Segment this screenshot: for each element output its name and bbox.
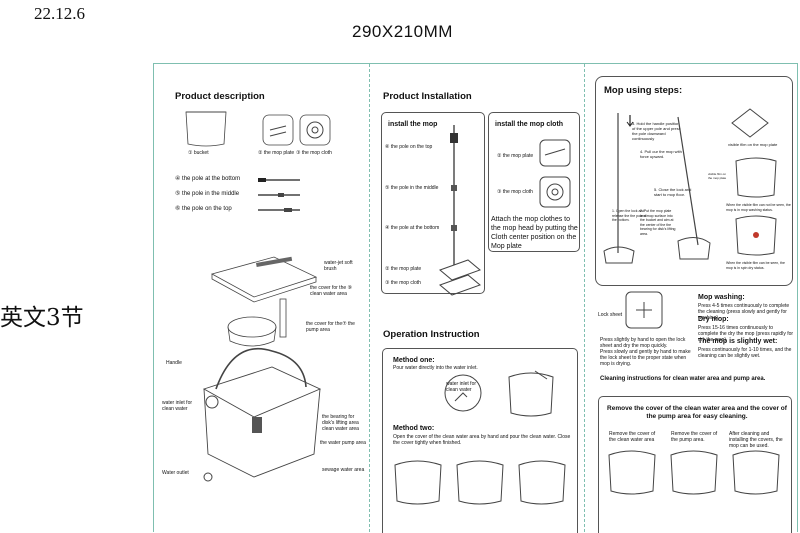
page-size-label: 290X210MM: [352, 22, 453, 41]
method-one-bucket-drawing: [508, 370, 554, 417]
install-pole-bottom: ④ the pole at the bottom: [385, 225, 440, 231]
label-water-outlet: Water outlet: [162, 470, 189, 476]
method-one-title: Method one:: [393, 357, 435, 364]
washing-note: When the visible film can not be seen, t…: [726, 203, 791, 212]
mop-plate-icon: [262, 114, 294, 146]
drying-note: When the visible film can be seen, the m…: [726, 261, 785, 270]
install-pole-top: ⑥ the pole on the top: [385, 144, 433, 150]
install-mop-cloth: ③ the mop cloth: [385, 280, 421, 286]
mop-steps-drawing: [603, 113, 711, 264]
mop-washing-desc: Press 4-5 times continuously to complete…: [698, 303, 790, 321]
mop-steps-title: Mop using steps:: [604, 85, 683, 96]
label-cover-pump: the cover for the⑦ the pump area: [306, 321, 355, 333]
clean-step-2: Remove the cover of the pump area.: [671, 431, 718, 443]
visible-film-plate-drawing: [731, 108, 769, 138]
label-handle: Handle: [166, 360, 182, 366]
inlet-callout-circle: [444, 374, 482, 412]
slightly-wet-desc: Press continuously for 1-10 times, and t…: [698, 347, 792, 359]
method-two-drawings: [394, 460, 566, 505]
mop-cloth-icon: [299, 114, 331, 146]
cleaning-drawings: [608, 450, 780, 495]
install-mop-plate: ② the mop plate: [385, 266, 422, 272]
step-3: 3. Hold the handle position of the upper…: [632, 121, 681, 141]
item-mop-plate: ② the mop plate: [258, 150, 295, 156]
method-one-callout: water inlet for clean water: [446, 381, 477, 393]
cleaning-box: Remove the cover of the clean water area…: [598, 396, 792, 533]
label-water-inlet: water inlet for clean water: [162, 400, 193, 412]
label-clean-area: clean water area: [322, 426, 359, 432]
method-two-desc: Open the cover of the clean water area b…: [393, 434, 571, 446]
label-sewage-area: sewage water area: [322, 467, 365, 473]
clean-step-1: Remove the cover of the clean water area: [609, 431, 656, 443]
bucket-icon: [185, 111, 227, 147]
item-bucket: ① bucket: [188, 150, 209, 156]
visible-film-small-1: visible film on the mop plate: [708, 172, 727, 180]
panel-divider-1: [369, 64, 370, 532]
mop-steps-box: Mop using steps: 3. Hold the handle posi…: [595, 76, 793, 286]
step-1: 1. Open the lock and release the the pol…: [612, 209, 647, 222]
item-pole-top: ⑥ the pole on the top: [175, 206, 232, 212]
lock-bullet-2: Press slowly and gently by hand to make …: [600, 349, 691, 367]
label-pump-area: the water pump area: [320, 440, 366, 446]
clean-step-3: After cleaning and installing the covers…: [729, 431, 783, 449]
operation-box: Method one: Pour water directly into the…: [382, 348, 578, 533]
dry-mop-desc: Press 15-16 times continuously to comple…: [698, 325, 794, 343]
cleaning-box-title: Remove the cover of the clean water area…: [607, 405, 787, 420]
step-5: 5. Close the lock and start to mop floor…: [654, 187, 692, 197]
cloth-mop-cloth: ③ the mop cloth: [497, 189, 533, 195]
mop-washing-title: Mop washing:: [698, 294, 745, 301]
lock-bullet-1: Press slightly by hand to open the lock …: [600, 337, 686, 349]
cloth-mop-plate: ② the mop plate: [497, 153, 534, 159]
item-pole-bottom: ④ the pole at the bottom: [175, 176, 241, 182]
drying-status-drawing: [735, 215, 777, 256]
install-mop-box: install the mop ⑥ the pole on the top ⑤ …: [381, 112, 485, 296]
side-label: 英文3节: [0, 305, 84, 331]
method-two-title: Method two:: [393, 425, 435, 432]
dry-mop-title: Dry mop:: [698, 316, 729, 323]
step-2: 2. Put the mop plate and mop surface int…: [640, 209, 676, 236]
item-pole-middle: ⑤ the pole in the middle: [175, 191, 240, 197]
cloth-drawings: [539, 139, 571, 208]
bucket-exploded-drawing: [202, 256, 322, 482]
item-mop-cloth: ③ the mop cloth: [296, 150, 332, 156]
cloth-description: Attach the mop clothes to the mop head b…: [491, 216, 578, 250]
label-bearing: the bearing for disk's lifting area: [322, 414, 359, 426]
washing-status-drawing: [735, 157, 777, 198]
install-pole-middle: ⑤ the pole in the middle: [385, 185, 439, 191]
cleaning-instructions-title: Cleaning instructions for clean water ar…: [600, 376, 766, 382]
step-4: 4. Pull our the mop with force upward.: [640, 149, 682, 159]
mop-assembly-drawing: [439, 125, 481, 296]
label-cover-clean: the cover for the ⑨ clean water area: [310, 285, 353, 297]
label-water-jet: water-jet soft brush: [324, 260, 353, 272]
install-cloth-title: install the mop cloth: [495, 121, 564, 128]
install-cloth-box: install the mop cloth ② the mop plate ③ …: [488, 112, 580, 252]
panel1-title: Product description: [175, 91, 265, 102]
install-mop-title: install the mop: [388, 121, 438, 128]
lock-sheet-label: Lock sheet: [598, 312, 623, 318]
poles-icon: [258, 178, 300, 212]
operation-title: Operation Instruction: [383, 329, 480, 340]
date-label: 22.12.6: [34, 4, 85, 23]
slightly-wet-title: The mop is slightly wet:: [698, 338, 778, 345]
manual-sheet: Product description ① bucket ② the mop p…: [153, 63, 798, 533]
method-one-desc: Pour water directly into the water inlet…: [393, 365, 478, 371]
visible-film-label: visible film on the mop plate: [728, 142, 778, 147]
panel-divider-2: [584, 64, 585, 532]
panel2-title: Product Installation: [383, 91, 472, 102]
lock-sheet-drawing: [625, 291, 663, 329]
